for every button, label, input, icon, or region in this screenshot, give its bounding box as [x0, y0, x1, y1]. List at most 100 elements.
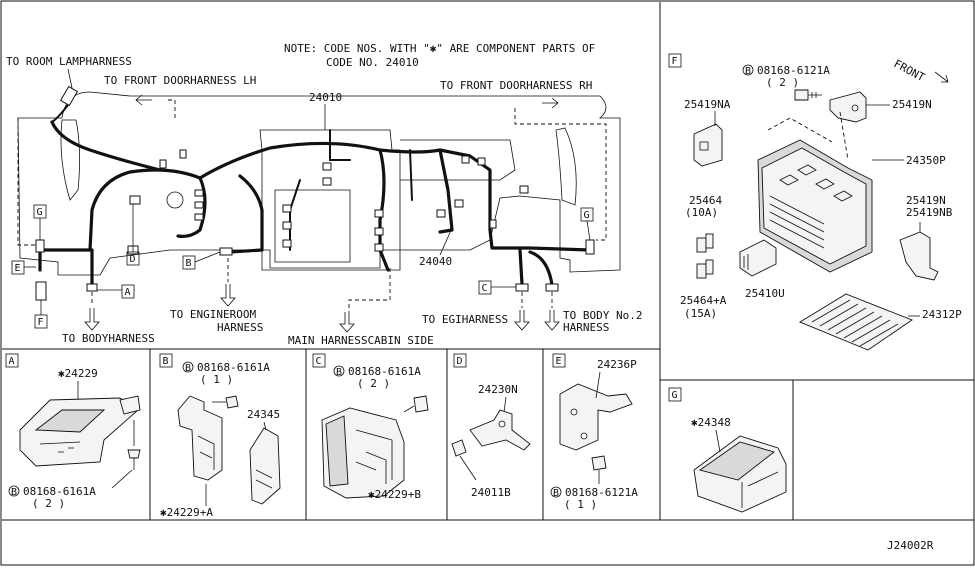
leader-24040 [439, 227, 453, 256]
route-front-door-lh: TO FRONT DOORHARNESS LH [104, 74, 256, 87]
panel-b-bolt-code: 08168-6161A [197, 361, 270, 374]
panel-g: G ✱24348 [668, 387, 787, 513]
label-25419nb: 25419NB [906, 206, 953, 219]
panel-f-bolt-code: 08168-6121A [757, 64, 830, 77]
callout-box-b: B [182, 251, 221, 270]
panel-a-bolt-qty: ( 2 ) [32, 497, 65, 510]
panel-d-letter: D [457, 356, 463, 367]
panel-f-bolt-qty: ( 2 ) [766, 76, 799, 89]
callout-box-a: A [97, 284, 135, 299]
main-harness-bundle [38, 104, 592, 288]
panel-e-bolt-code: 08168-6121A [565, 486, 638, 499]
route-main-cabin: MAIN HARNESSCABIN SIDE [288, 334, 434, 347]
label-24040: 24040 [419, 255, 452, 268]
label-24312p: 24312P [922, 308, 962, 321]
arrow-down-icon-body [84, 308, 100, 331]
harness-connectors [35, 85, 595, 301]
bolt-marker-icon [8, 485, 20, 497]
route-room-lamp: TO ROOM LAMPHARNESS [6, 55, 132, 68]
svg-text:B: B [185, 363, 191, 374]
panel-f-letter: F [672, 56, 678, 67]
leader-room-lamp [67, 68, 73, 89]
front-label: FRONT [892, 57, 928, 84]
route-engineroom-2: HARNESS [217, 321, 263, 334]
route-front-door-rh: TO FRONT DOORHARNESS RH [440, 79, 592, 92]
callout-box-g-left: G [33, 204, 47, 240]
panel-e-bolt-qty: ( 1 ) [564, 498, 597, 511]
svg-text:B: B [186, 258, 192, 269]
panel-g-letter: G [672, 390, 678, 401]
callout-box-d: D [126, 204, 140, 266]
label-25464a-rating: (15A) [684, 307, 717, 320]
panel-e: E 24236P B 08168-6121A ( 1 ) [550, 353, 638, 511]
label-24345: 24345 [247, 408, 280, 421]
label-24010: 24010 [309, 91, 342, 104]
arrow-down-icon-body-no2 [544, 310, 560, 331]
label-24236p: 24236P [597, 358, 637, 371]
svg-text:B: B [745, 66, 751, 77]
svg-text:B: B [553, 488, 559, 499]
panel-c-bolt-qty: ( 2 ) [357, 377, 390, 390]
panel-d: D 24230N 24011B [451, 353, 531, 499]
panel-c-bolt-code: 08168-6161A [348, 365, 421, 378]
label-25410u: 25410U [745, 287, 785, 300]
svg-text:G: G [584, 210, 590, 221]
note-line-1: NOTE: CODE NOS. WITH "✱" ARE COMPONENT P… [284, 42, 595, 55]
svg-text:F: F [38, 317, 44, 328]
drawing-code: J24002R [887, 539, 934, 552]
svg-text:G: G [37, 207, 43, 218]
label-24229-b: ✱24229+B [368, 488, 421, 501]
label-25419n: 25419N [892, 98, 932, 111]
panel-a-bolt-code: 08168-6161A [23, 485, 96, 498]
label-25464: 25464 [689, 194, 722, 207]
svg-text:C: C [482, 283, 488, 294]
label-24229-a: ✱24229+A [160, 506, 213, 519]
route-cabin-path [348, 268, 391, 312]
route-front-door-lh-path [168, 99, 176, 118]
route-front-door-rh-path [514, 108, 607, 241]
svg-text:E: E [15, 263, 21, 274]
route-room-lamp-path [17, 118, 36, 246]
route-egi: TO EGIHARNESS [422, 313, 508, 326]
panel-a: A ✱24229 B 08168-6161A ( 2 ) [5, 353, 141, 510]
bolt-marker-icon [333, 365, 345, 377]
label-24348: ✱24348 [691, 416, 731, 429]
arrow-down-icon-egi [514, 310, 530, 331]
label-24350p: 24350P [906, 154, 946, 167]
route-body: TO BODYHARNESS [62, 332, 155, 345]
bolt-marker-icon [182, 361, 194, 373]
arrow-down-icon-engineroom [220, 284, 236, 307]
label-24229: ✱24229 [58, 367, 98, 380]
arrow-down-icon-cabin [339, 312, 355, 333]
callout-box-g-right: G [580, 207, 594, 241]
route-body-no2-2: HARNESS [563, 321, 609, 334]
instrument-panel-outline [17, 91, 621, 276]
panel-e-letter: E [556, 356, 562, 367]
panel-c-letter: C [316, 356, 322, 367]
panel-b-bolt-qty: ( 1 ) [200, 373, 233, 386]
label-25464a: 25464+A [680, 294, 727, 307]
route-body-no2-1: TO BODY No.2 [563, 309, 642, 322]
label-25419n-b: 25419N [906, 194, 946, 207]
svg-text:D: D [130, 254, 136, 265]
note-line-2: CODE NO. 24010 [326, 56, 419, 69]
panel-a-letter: A [9, 356, 15, 367]
label-24230n: 24230N [478, 383, 518, 396]
label-25464-rating: (10A) [685, 206, 718, 219]
panel-f: F FRONT B 08168-6121A ( 2 ) 25419N 25419… [668, 53, 962, 351]
panel-c: C B 08168-6161A ( 2 ) ✱24229+B [312, 353, 429, 501]
arrow-right-icon [542, 97, 559, 109]
bolt-marker-icon [742, 64, 754, 76]
callout-box-c: C [478, 280, 516, 295]
svg-text:B: B [336, 367, 342, 378]
label-25419na: 25419NA [684, 98, 731, 111]
label-24011b: 24011B [471, 486, 511, 499]
route-engineroom-1: TO ENGINEROOM [170, 308, 256, 321]
bolt-marker-icon [550, 486, 562, 498]
callout-box-e: E [11, 260, 36, 275]
svg-text:A: A [125, 287, 131, 298]
callout-box-f: F [34, 300, 48, 329]
svg-text:B: B [11, 487, 17, 498]
